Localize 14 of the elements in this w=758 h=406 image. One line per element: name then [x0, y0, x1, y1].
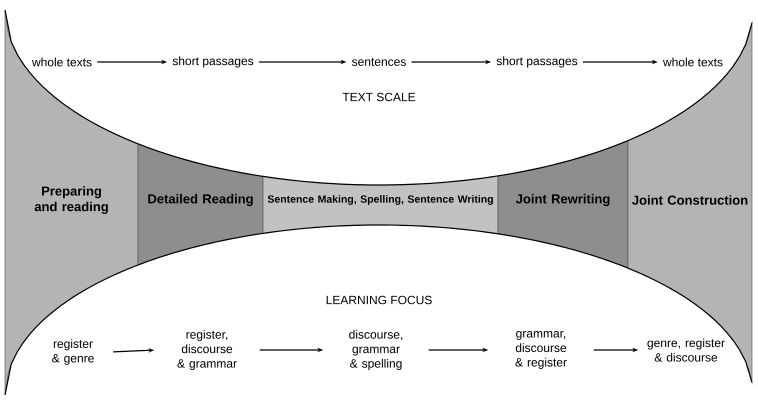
stage-text: whole texts — [662, 58, 723, 66]
focus-text: discourse, grammar & spelling — [349, 330, 402, 370]
stage-text: short passages — [172, 56, 254, 68]
stage-text: whole texts — [32, 58, 92, 66]
section-label: LEARNING FOCUS — [326, 296, 432, 304]
focus-text: register, discourse & grammar — [177, 330, 237, 370]
focus-text: register & genre — [52, 339, 94, 365]
stage-text: short passages — [496, 56, 578, 68]
focus-text: grammar, discourse & register — [515, 331, 567, 369]
section-label: TEXT SCALE — [342, 92, 416, 102]
stage-band: Joint Rewriting — [498, 140, 628, 269]
focus-text: genre, register & discourse — [647, 338, 725, 362]
stage-text: sentences — [352, 58, 406, 66]
stage-band: Sentence Making, Spelling, Sentence Writing — [262, 176, 498, 234]
